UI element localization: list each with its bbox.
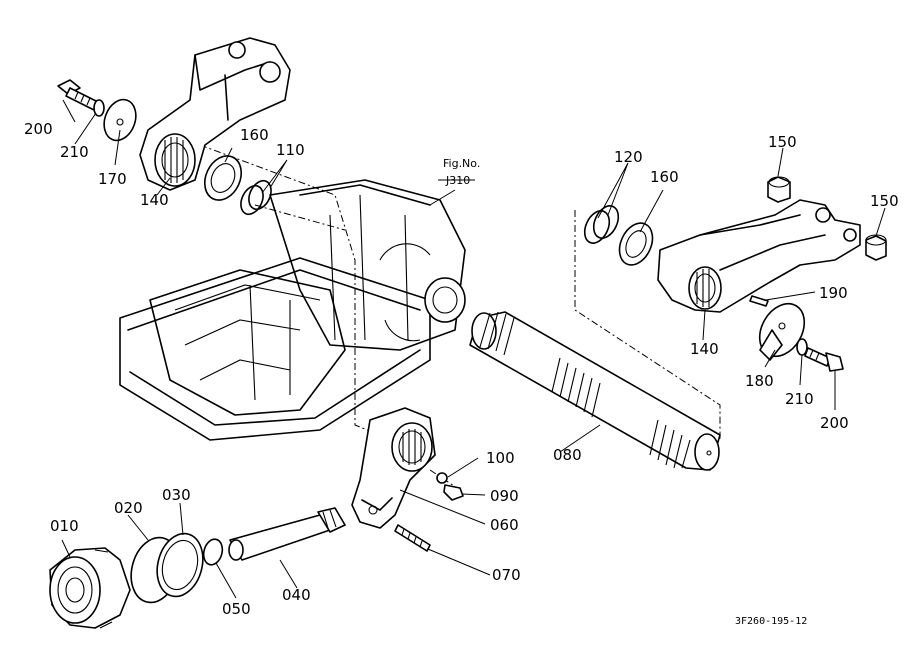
figure-ref-line2: J310 [445, 174, 470, 187]
label-180: 180 [745, 372, 774, 390]
label-110: 110 [276, 141, 305, 159]
bolt-100 [436, 472, 448, 484]
lockwasher-left-210 [93, 99, 105, 117]
labels: Fig.No. J310 200 210 170 140 160 110 120… [24, 120, 899, 627]
label-040: 040 [282, 586, 311, 604]
label-140-right: 140 [690, 340, 719, 358]
label-150-right: 150 [870, 192, 899, 210]
label-030: 030 [162, 486, 191, 504]
lift-arm-right [657, 199, 861, 313]
label-200-right: 200 [820, 414, 849, 432]
collar-left-160 [203, 155, 243, 201]
bolt-left-200 [57, 79, 99, 111]
label-190: 190 [819, 284, 848, 302]
oring-050 [202, 538, 224, 566]
label-060: 060 [490, 516, 519, 534]
label-100: 100 [486, 449, 515, 467]
collar-right-160 [618, 222, 654, 266]
label-160-right: 160 [650, 168, 679, 186]
label-150-top: 150 [768, 133, 797, 151]
label-010: 010 [50, 517, 79, 535]
label-080: 080 [553, 446, 582, 464]
label-050: 050 [222, 600, 251, 618]
label-160-left: 160 [240, 126, 269, 144]
bush-150-top [767, 176, 791, 203]
label-200-left: 200 [24, 120, 53, 138]
plate-180 [758, 302, 806, 361]
bush-150-right [865, 234, 887, 261]
label-120: 120 [614, 148, 643, 166]
label-210-right: 210 [785, 390, 814, 408]
figure-ref-line1: Fig.No. [443, 157, 480, 170]
label-210-left: 210 [60, 143, 89, 161]
bolt-right-200 [804, 347, 844, 372]
orings-left-110 [240, 179, 272, 216]
label-140-left: 140 [140, 191, 169, 209]
piston-rod-040 [228, 507, 346, 561]
label-090: 090 [490, 487, 519, 505]
lift-crank-060 [351, 407, 436, 529]
label-020: 020 [114, 499, 143, 517]
label-170: 170 [98, 170, 127, 188]
lift-shaft-080 [469, 311, 721, 471]
lift-arm-left [139, 37, 291, 191]
cylinder-cover-010 [49, 547, 131, 629]
washer-left-170 [103, 98, 137, 142]
label-070: 070 [492, 566, 521, 584]
transmission-housing [119, 179, 466, 441]
leader-lines [61, 99, 886, 599]
ring-030 [156, 532, 204, 598]
washers-right-120 [583, 205, 620, 244]
pin-190 [749, 295, 769, 307]
drawing-code: 3F260-195-12 [735, 616, 807, 627]
pin-070 [394, 524, 431, 552]
grease-nipple-090 [443, 484, 464, 501]
